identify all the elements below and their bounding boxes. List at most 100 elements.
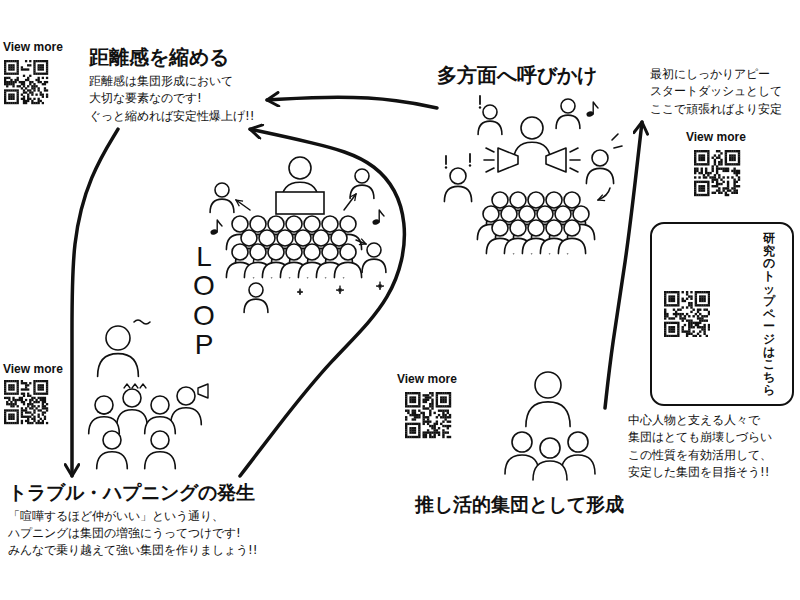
qr-code [703,296,705,298]
qr-code [21,83,23,85]
qr-code [10,94,12,96]
qr-code [31,87,33,89]
qr-code [444,418,446,420]
megaphone-crowd-illustration [546,148,566,172]
qr-code [14,73,16,75]
qr-code [35,422,37,424]
qr-code [21,416,23,418]
qr-code [17,411,19,413]
qr-code [12,414,14,416]
qr-code [673,298,675,300]
qr-code [703,291,705,293]
qr-code [707,152,709,154]
qr-code [694,176,696,178]
qr-code [25,411,27,413]
qr-code [17,420,19,422]
qr-code [701,315,703,317]
qr-code [725,152,727,154]
qr-code [699,304,701,306]
audience-illustration [322,244,338,260]
qr-code [703,333,705,335]
qr-code [42,102,44,104]
qr-code [701,185,703,187]
megaphone-crowd-illustration [469,154,471,162]
qr-code [46,390,48,392]
qr-code [703,159,705,161]
qr-code [412,414,414,416]
qr-code [25,87,27,89]
qr-code [8,416,10,418]
qr-code [409,429,411,431]
audience-illustration [340,244,356,260]
trouble-illustration [145,452,176,469]
qr-code [449,405,451,407]
qr-code [23,416,25,418]
qr-code [405,425,407,427]
qr-code [10,388,12,390]
qr-code [25,386,27,388]
qr-code [38,405,40,407]
qr-code [733,187,735,189]
qr-code [720,168,722,170]
audience-illustration [286,216,302,232]
qr-code [733,181,735,183]
qr-code [675,304,677,306]
qr-code [4,79,6,81]
qr-code [31,414,33,416]
qr-code [697,311,699,313]
qr-code [668,291,670,293]
qr-code [27,98,29,100]
megaphone-crowd-illustration [558,238,585,253]
qr-code [690,306,692,308]
qr-code [701,189,703,191]
support-group-illustration [505,372,595,480]
qr-code [677,296,679,298]
qr-code [29,91,31,93]
qr-code [695,304,697,306]
audience-illustration [215,183,229,197]
qr-code [407,423,409,425]
qr-code [690,291,692,293]
qr-code [447,420,449,422]
stage-box: 推し活的集団として形成中心人物と支える人々で 集団はとても崩壊しづらい この性質… [415,408,786,521]
qr-code [425,407,427,409]
trouble-illustration [134,320,150,324]
qr-code [664,298,666,300]
view-more-label: View more [397,372,457,386]
qr-code [12,94,14,96]
qr-code [442,436,444,438]
qr-code [38,416,40,418]
qr-code [46,386,48,388]
qr-code [40,399,42,401]
qr-code [35,102,37,104]
audience-illustration [210,157,386,312]
qr-code [701,298,703,300]
qr-code [33,386,35,388]
qr-code [690,326,692,328]
qr-code [668,335,670,337]
qr-code [405,392,451,438]
qr-code [427,420,429,422]
qr-code [33,66,35,68]
qr-code [698,157,700,159]
qr-code [671,322,673,324]
qr-code [23,393,25,395]
qr-code [694,163,696,165]
qr-code [736,174,738,176]
megaphone-crowd-illustration [469,164,471,166]
qr-code [12,60,14,62]
qr-code [690,298,692,300]
qr-code [442,405,444,407]
qr-code [716,157,718,159]
qr-code [46,64,48,66]
qr-code [4,94,6,96]
qr-code [703,320,705,322]
qr-code [703,298,705,300]
qr-code [692,309,694,311]
qr-code [17,70,19,72]
qr-code [8,83,10,85]
qr-code [699,317,701,319]
megaphone-crowd-illustration [614,146,622,148]
qr-code [12,422,14,424]
audience-illustration [334,262,361,277]
